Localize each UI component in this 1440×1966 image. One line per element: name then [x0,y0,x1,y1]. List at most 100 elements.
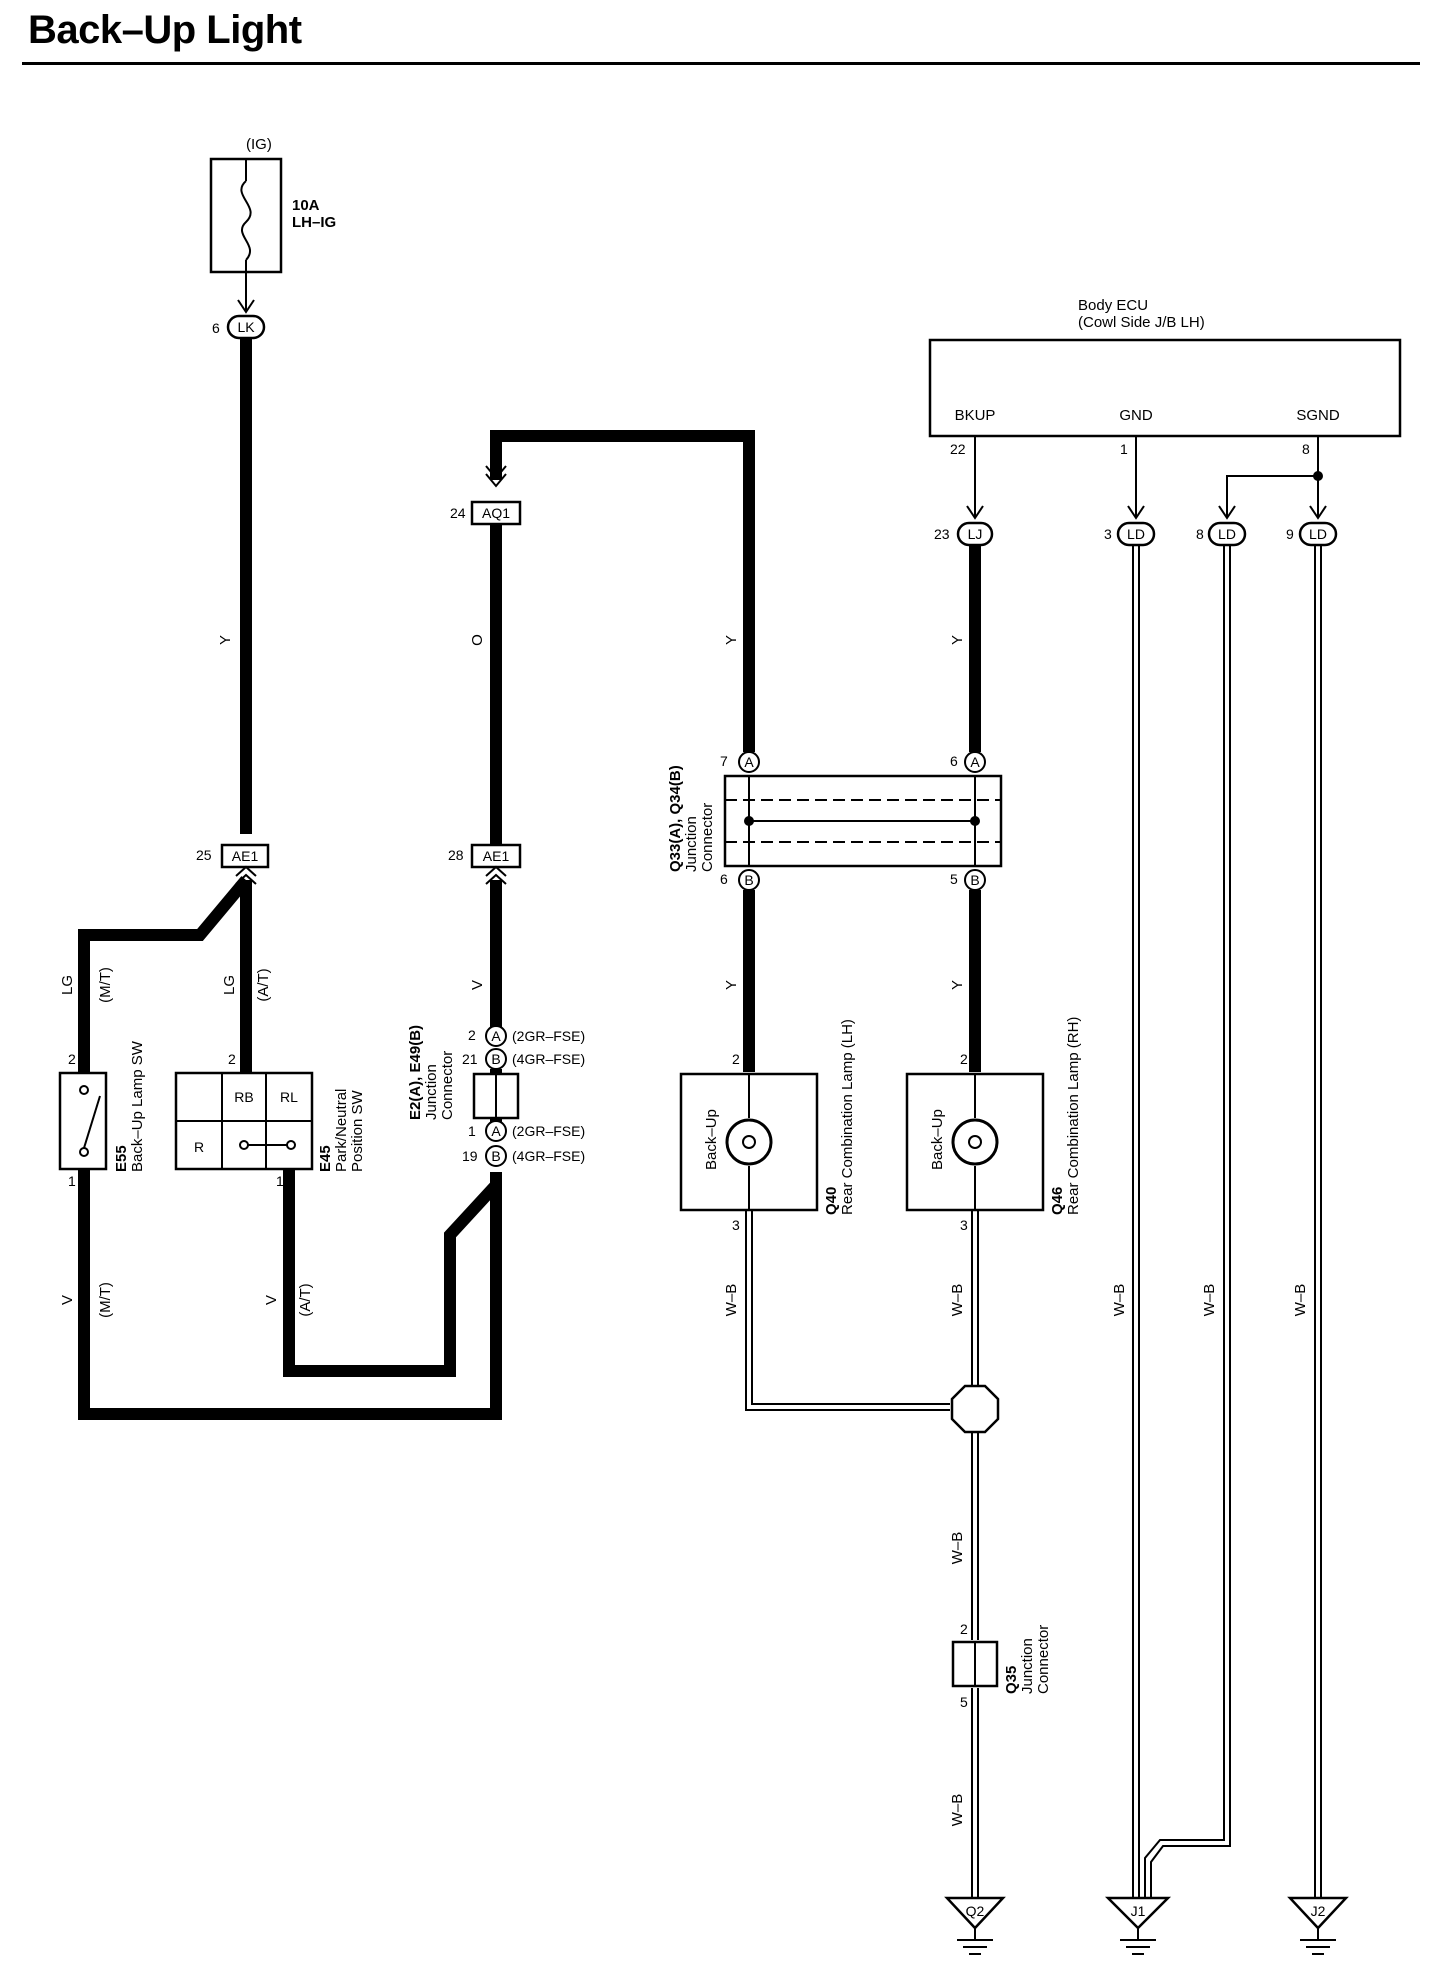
svg-text:W–B: W–B [949,1794,966,1827]
svg-text:O: O [469,634,486,646]
svg-text:LD: LD [1309,526,1327,542]
svg-text:W–B: W–B [1292,1284,1309,1317]
svg-text:Connector: Connector [439,1051,456,1120]
ground-j1-icon: J1 [1104,1896,1172,1955]
svg-text:R: R [194,1139,204,1155]
svg-text:RL: RL [280,1089,298,1105]
svg-text:(2GR–FSE): (2GR–FSE) [512,1028,585,1044]
svg-text:7: 7 [720,753,728,769]
svg-text:AQ1: AQ1 [482,505,510,521]
fuse-source-label: (IG) [246,136,272,153]
svg-text:Q2: Q2 [966,1903,985,1919]
svg-text:Position SW: Position SW [349,1089,366,1172]
e45-code: E45 [317,1145,334,1172]
ld-pin-9: 9 [1286,526,1294,542]
svg-text:Park/Neutral: Park/Neutral [333,1089,350,1172]
ground-j2-icon: J2 [1287,1896,1349,1955]
body-ecu-box [928,338,1402,438]
e55-name: Back–Up Lamp SW [129,1040,146,1172]
svg-text:Connector: Connector [1035,1625,1052,1694]
rear-combination-lamp-lh: 2 Back–Up 3 Q40 Rear Combination Lamp (L… [679,1019,856,1233]
svg-text:B: B [744,872,753,888]
wire-v-at [283,1169,501,1377]
svg-text:2: 2 [960,1051,968,1067]
junction-connector-q35: 2 5 Q35 Junction Connector [951,1621,1052,1710]
svg-text:(4GR–FSE): (4GR–FSE) [512,1148,585,1164]
svg-text:Y: Y [949,635,966,645]
junction-connector-e2: 2 A (2GR–FSE) 21 B (4GR–FSE) 1 A (2GR–FS… [407,1025,585,1167]
aq1-pin: 24 [450,505,466,521]
svg-text:A: A [491,1028,501,1044]
ae1-left-pin: 25 [196,847,212,863]
svg-text:LG: LG [59,975,76,995]
svg-text:19: 19 [462,1148,478,1164]
svg-text:Q46: Q46 [1049,1187,1066,1215]
ecu-terminal-gnd: GND [1119,407,1153,424]
svg-text:Y: Y [723,980,740,990]
svg-text:(M/T): (M/T) [97,967,114,1003]
fuse-element-icon [240,180,252,261]
svg-text:LG: LG [221,975,238,995]
svg-text:J2: J2 [1311,1903,1326,1919]
svg-text:A: A [970,754,980,770]
svg-text:V: V [59,1295,76,1305]
svg-text:(A/T): (A/T) [297,1283,314,1316]
svg-text:2: 2 [960,1621,968,1637]
svg-text:1: 1 [68,1173,76,1189]
svg-text:Q35: Q35 [1003,1666,1020,1694]
svg-text:6: 6 [950,753,958,769]
lj-pin: 23 [934,526,950,542]
ecu-terminal-sgnd: SGND [1296,407,1340,424]
svg-text:Y: Y [949,980,966,990]
title-rule [22,62,1420,65]
svg-text:LK: LK [237,319,255,335]
sgnd-branch-wire [1226,436,1319,518]
svg-text:A: A [491,1123,501,1139]
wire-v-mt [78,1169,502,1420]
svg-text:3: 3 [960,1217,968,1233]
svg-text:Q33(A), Q34(B): Q33(A), Q34(B) [667,765,684,872]
svg-text:3: 3 [732,1217,740,1233]
ground-q2-icon: Q2 [944,1896,1006,1955]
ae1-right-pin: 28 [448,847,464,863]
svg-text:2: 2 [68,1051,76,1067]
svg-text:Junction: Junction [1019,1638,1036,1694]
ld-connector-9 [1298,521,1338,547]
wire-lg-mt [78,876,251,1072]
svg-text:W–B: W–B [723,1284,740,1317]
svg-text:Connector: Connector [699,803,716,872]
svg-text:RB: RB [234,1089,253,1105]
lk-pin: 6 [212,320,220,336]
svg-text:2: 2 [228,1051,236,1067]
svg-text:J1: J1 [1131,1903,1146,1919]
ld-pin-8: 8 [1196,526,1204,542]
svg-text:(A/T): (A/T) [255,968,272,1001]
svg-text:W–B: W–B [949,1284,966,1317]
svg-text:1: 1 [276,1173,284,1189]
wire-y-loop [490,430,755,752]
bulb-icon [725,1118,773,1166]
svg-text:W–B: W–B [1201,1284,1218,1317]
svg-text:B: B [491,1148,500,1164]
svg-text:LD: LD [1127,526,1145,542]
fuse-name: LH–IG [292,214,336,231]
svg-text:A: A [744,754,754,770]
svg-text:(2GR–FSE): (2GR–FSE) [512,1123,585,1139]
svg-text:AE1: AE1 [232,848,259,864]
svg-text:Y: Y [723,635,740,645]
svg-text:Q40: Q40 [823,1187,840,1215]
e55-code: E55 [113,1145,130,1172]
svg-text:2: 2 [732,1051,740,1067]
svg-text:Junction: Junction [683,816,700,872]
splice-point [950,1384,1000,1434]
svg-text:LJ: LJ [968,526,983,542]
svg-text:21: 21 [462,1051,478,1067]
svg-text:Y: Y [217,635,234,645]
svg-text:Rear Combination Lamp (RH): Rear Combination Lamp (RH) [1065,1017,1082,1215]
ld-connector-8 [1207,521,1247,547]
svg-text:Junction: Junction [423,1064,440,1120]
rear-combination-lamp-rh: 2 Back–Up 3 Q46 Rear Combination Lamp (R… [905,1017,1082,1233]
svg-text:6: 6 [720,871,728,887]
ecu-terminal-bkup: BKUP [955,407,996,424]
